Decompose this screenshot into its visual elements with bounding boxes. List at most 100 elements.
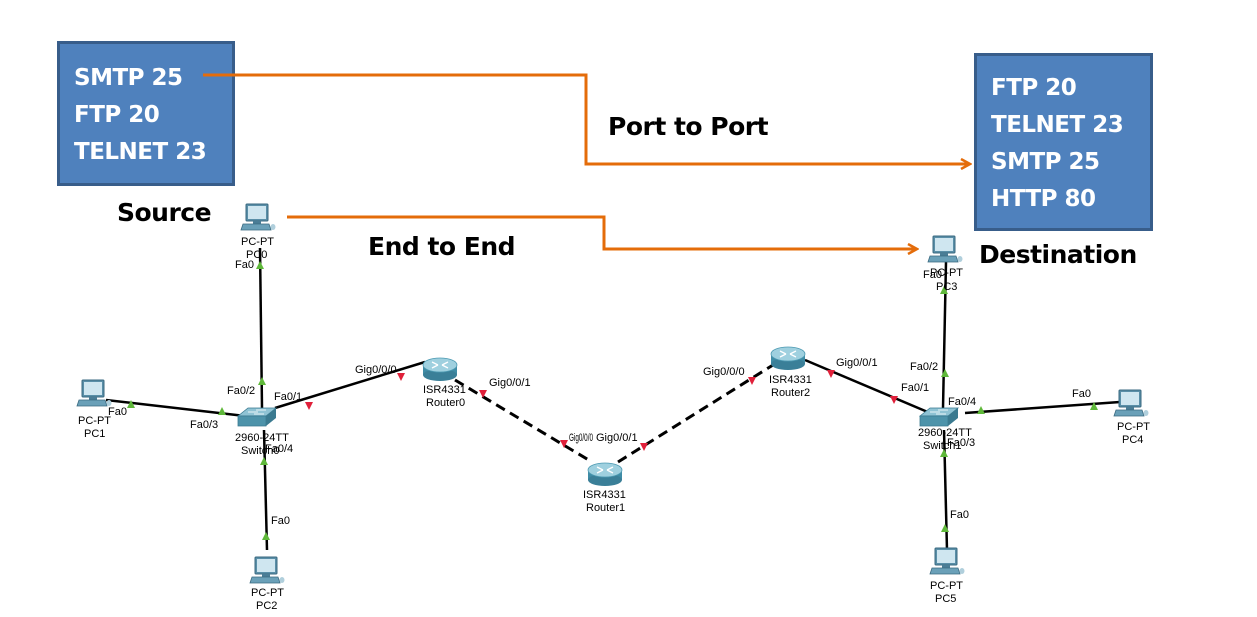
link-down-indicator (827, 370, 835, 378)
port-label: Fa0 (108, 406, 127, 418)
link-up-indicator (256, 261, 264, 269)
port-to-port-arrow (203, 73, 970, 164)
link-down-indicator (560, 440, 568, 448)
router1-name-label: Router1 (586, 502, 625, 514)
router2-name-label: Router2 (771, 387, 810, 399)
cable-router2-switch1[interactable] (804, 358, 931, 415)
port-label: Fa0/1 (901, 382, 929, 394)
pc-icon (929, 547, 965, 575)
router2-model-label: ISR4331 (769, 374, 812, 386)
cable-switch0-router0[interactable] (274, 360, 426, 410)
pc-icon (249, 556, 285, 584)
end-to-end-arrow (287, 215, 917, 249)
router-icon (770, 346, 806, 371)
pc2-name-label: PC2 (256, 600, 277, 612)
pc4-name-label: PC4 (1122, 434, 1143, 446)
pc4[interactable] (1113, 389, 1149, 417)
pc5-model-label: PC-PT (930, 580, 963, 592)
destination-label: Destination (979, 240, 1137, 269)
dest-port-telnet: TELNET 23 (991, 112, 1124, 138)
pc0-name-label: PC0 (246, 249, 267, 261)
link-up-indicator (260, 457, 268, 465)
switch0-name-label: Switch0 (241, 445, 280, 457)
pc1-name-label: PC1 (84, 428, 105, 440)
end-to-end-label: End to End (368, 232, 516, 261)
port-label: Gig0/0/0 (703, 366, 745, 378)
port-label: Fa0/2 (227, 385, 255, 397)
pc2[interactable] (249, 556, 285, 584)
link-up-indicator (258, 377, 266, 385)
pc-icon (76, 379, 112, 407)
port-label: Gig0/0/1 (836, 357, 878, 369)
link-up-indicator (1090, 402, 1098, 410)
link-up-indicator (941, 369, 949, 377)
dest-port-ftp: FTP 20 (991, 75, 1077, 101)
port-label: Gig0/0/1 (596, 432, 638, 444)
cable-router0-router1[interactable] (454, 378, 593, 464)
source-label: Source (117, 198, 212, 227)
port-label: Gig0/0/0 (569, 432, 593, 444)
pc-icon (240, 203, 276, 231)
switch1-model-label: 2960-24TT (918, 427, 972, 439)
link-up-indicator (977, 406, 985, 414)
pc0-model-label: PC-PT (241, 236, 274, 248)
link-down-indicator (640, 443, 648, 451)
pc5-name-label: PC5 (935, 593, 956, 605)
port-label: Fa0/2 (910, 361, 938, 373)
link-down-indicator (305, 402, 313, 410)
port-label: Fa0/3 (947, 437, 975, 449)
destination-ports-box: FTP 20 TELNET 23 SMTP 25 HTTP 80 (974, 53, 1153, 231)
pc3-model-label: PC-PT (930, 267, 963, 279)
router-icon (587, 462, 623, 487)
source-port-telnet: TELNET 23 (74, 139, 207, 165)
link-up-indicator (218, 407, 226, 415)
cable-pc3-switch1[interactable] (941, 261, 948, 409)
port-label: Fa0 (235, 259, 254, 271)
port-to-port-label: Port to Port (608, 112, 769, 141)
switch-icon (237, 407, 277, 427)
port-label: Gig0/0/1 (489, 377, 531, 389)
router2[interactable] (770, 346, 806, 371)
router0-model-label: ISR4331 (423, 384, 466, 396)
link-up-indicator (941, 524, 949, 532)
pc1-model-label: PC-PT (78, 415, 111, 427)
switch0-model-label: 2960-24TT (235, 432, 289, 444)
router-icon (422, 357, 458, 382)
router1[interactable] (587, 462, 623, 487)
source-port-smtp: SMTP 25 (74, 65, 183, 91)
pc5[interactable] (929, 547, 965, 575)
router0[interactable] (422, 357, 458, 382)
link-up-indicator (940, 449, 948, 457)
link-up-indicator (940, 286, 948, 294)
pc1[interactable] (76, 379, 112, 407)
port-label: Fa0/3 (190, 419, 218, 431)
port-label: Fa0 (1072, 388, 1091, 400)
link-down-indicator (479, 390, 487, 398)
port-label: Fa0 (950, 509, 969, 521)
dest-port-smtp: SMTP 25 (991, 149, 1100, 175)
link-up-indicator (127, 400, 135, 408)
link-down-indicator (397, 373, 405, 381)
router0-name-label: Router0 (426, 397, 465, 409)
pc2-model-label: PC-PT (251, 587, 284, 599)
pc3[interactable] (927, 235, 963, 263)
port-label: Fa0/4 (265, 443, 293, 455)
cable-router1-router2[interactable] (617, 363, 774, 464)
switch1-name-label: Switch1 (923, 440, 962, 452)
source-port-ftp: FTP 20 (74, 102, 160, 128)
pc3-name-label: PC3 (936, 281, 957, 293)
router1-model-label: ISR4331 (583, 489, 626, 501)
pc0[interactable] (240, 203, 276, 231)
port-label: Fa0 (923, 269, 942, 281)
switch0[interactable] (237, 407, 277, 427)
port-label: Gig0/0/0 (355, 364, 397, 376)
link-up-indicator (262, 532, 270, 540)
cable-pc2-switch0[interactable] (262, 429, 269, 551)
pc-icon (1113, 389, 1149, 417)
port-label: Fa0/4 (948, 396, 976, 408)
source-ports-box: SMTP 25 FTP 20 TELNET 23 (57, 41, 235, 186)
dest-port-http: HTTP 80 (991, 186, 1096, 212)
link-down-indicator (890, 396, 898, 404)
